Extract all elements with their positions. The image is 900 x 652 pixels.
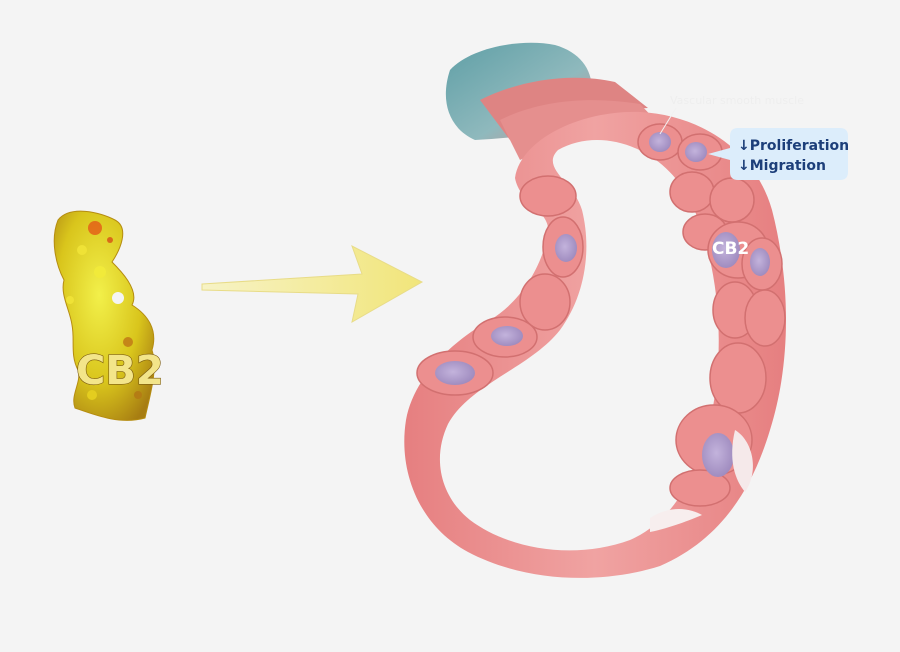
yellow-right-arrow bbox=[201, 244, 424, 323]
smooth-muscle-cell bbox=[519, 273, 571, 331]
cell-nucleus bbox=[435, 361, 475, 385]
smooth-muscle-cell bbox=[669, 469, 731, 507]
smooth-muscle-cell bbox=[744, 289, 786, 347]
down-arrow-icon: ↓ bbox=[738, 138, 750, 154]
smooth-muscle-cell bbox=[709, 342, 767, 414]
down-arrow-icon: ↓ bbox=[738, 158, 750, 174]
cell-nucleus bbox=[712, 232, 740, 268]
cell-nucleus bbox=[555, 234, 577, 262]
cell-nucleus bbox=[750, 248, 770, 276]
cell-nucleus bbox=[702, 433, 734, 477]
cell-label-pointer bbox=[659, 107, 677, 135]
cell-nucleus bbox=[649, 132, 671, 152]
smooth-muscle-cell bbox=[669, 171, 715, 213]
effect-migration: ↓Migration bbox=[738, 158, 826, 174]
vascular-smooth-muscle-label: Vascular smooth muscle bbox=[670, 94, 804, 107]
effects-callout: ↓Proliferation ↓Migration bbox=[708, 128, 849, 180]
blood-vessel-cross-section: Vascular smooth muscle CB2 bbox=[404, 42, 804, 578]
cb2-receptor-label: CB2 bbox=[712, 239, 749, 259]
vessel-lumen bbox=[439, 139, 719, 551]
cell-nucleus bbox=[685, 142, 707, 162]
cb2-protein-label: CB2 bbox=[76, 348, 164, 394]
cell-nucleus bbox=[491, 326, 523, 346]
effect-proliferation: ↓Proliferation bbox=[738, 138, 849, 154]
smooth-muscle-cell bbox=[709, 177, 755, 223]
smooth-muscle-cell bbox=[519, 175, 577, 217]
cb2-protein-structure: CB2 bbox=[53, 210, 164, 421]
